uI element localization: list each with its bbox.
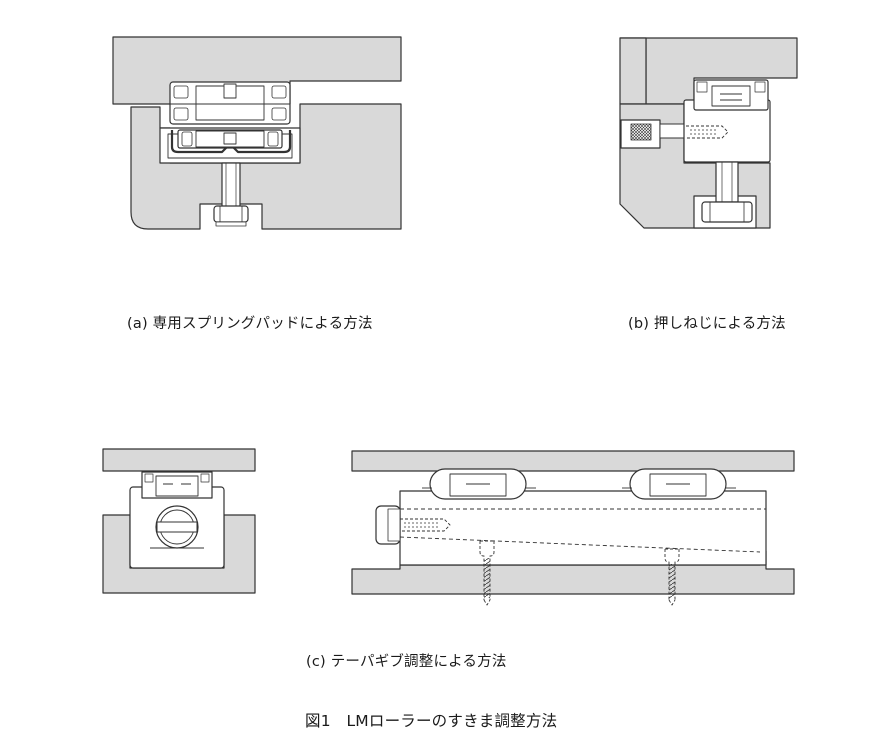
diagram-b-push-screw xyxy=(619,37,798,229)
bolt-shank xyxy=(715,161,739,203)
diagram-a-spring-pad xyxy=(112,36,402,230)
adjust-bolt-head xyxy=(213,205,249,223)
diagram-c-end-view xyxy=(102,448,256,594)
adjust-bolt-shank xyxy=(221,162,241,208)
fixing-bolt-left xyxy=(479,540,495,606)
bolt-head xyxy=(701,201,753,223)
fixing-bolt-right xyxy=(664,548,680,606)
caption-a: (a) 専用スプリングパッドによる方法 xyxy=(127,316,373,332)
diagram-c-side-view xyxy=(351,450,795,606)
caption-b: (b) 押しねじによる方法 xyxy=(628,316,786,332)
upper-table xyxy=(351,450,795,472)
figure-title: 図1 LMローラーのすきま調整方法 xyxy=(305,712,558,730)
upper-table xyxy=(102,448,256,472)
caption-c: (c) テーパギブ調整による方法 xyxy=(306,654,507,670)
slide-block xyxy=(399,490,767,566)
